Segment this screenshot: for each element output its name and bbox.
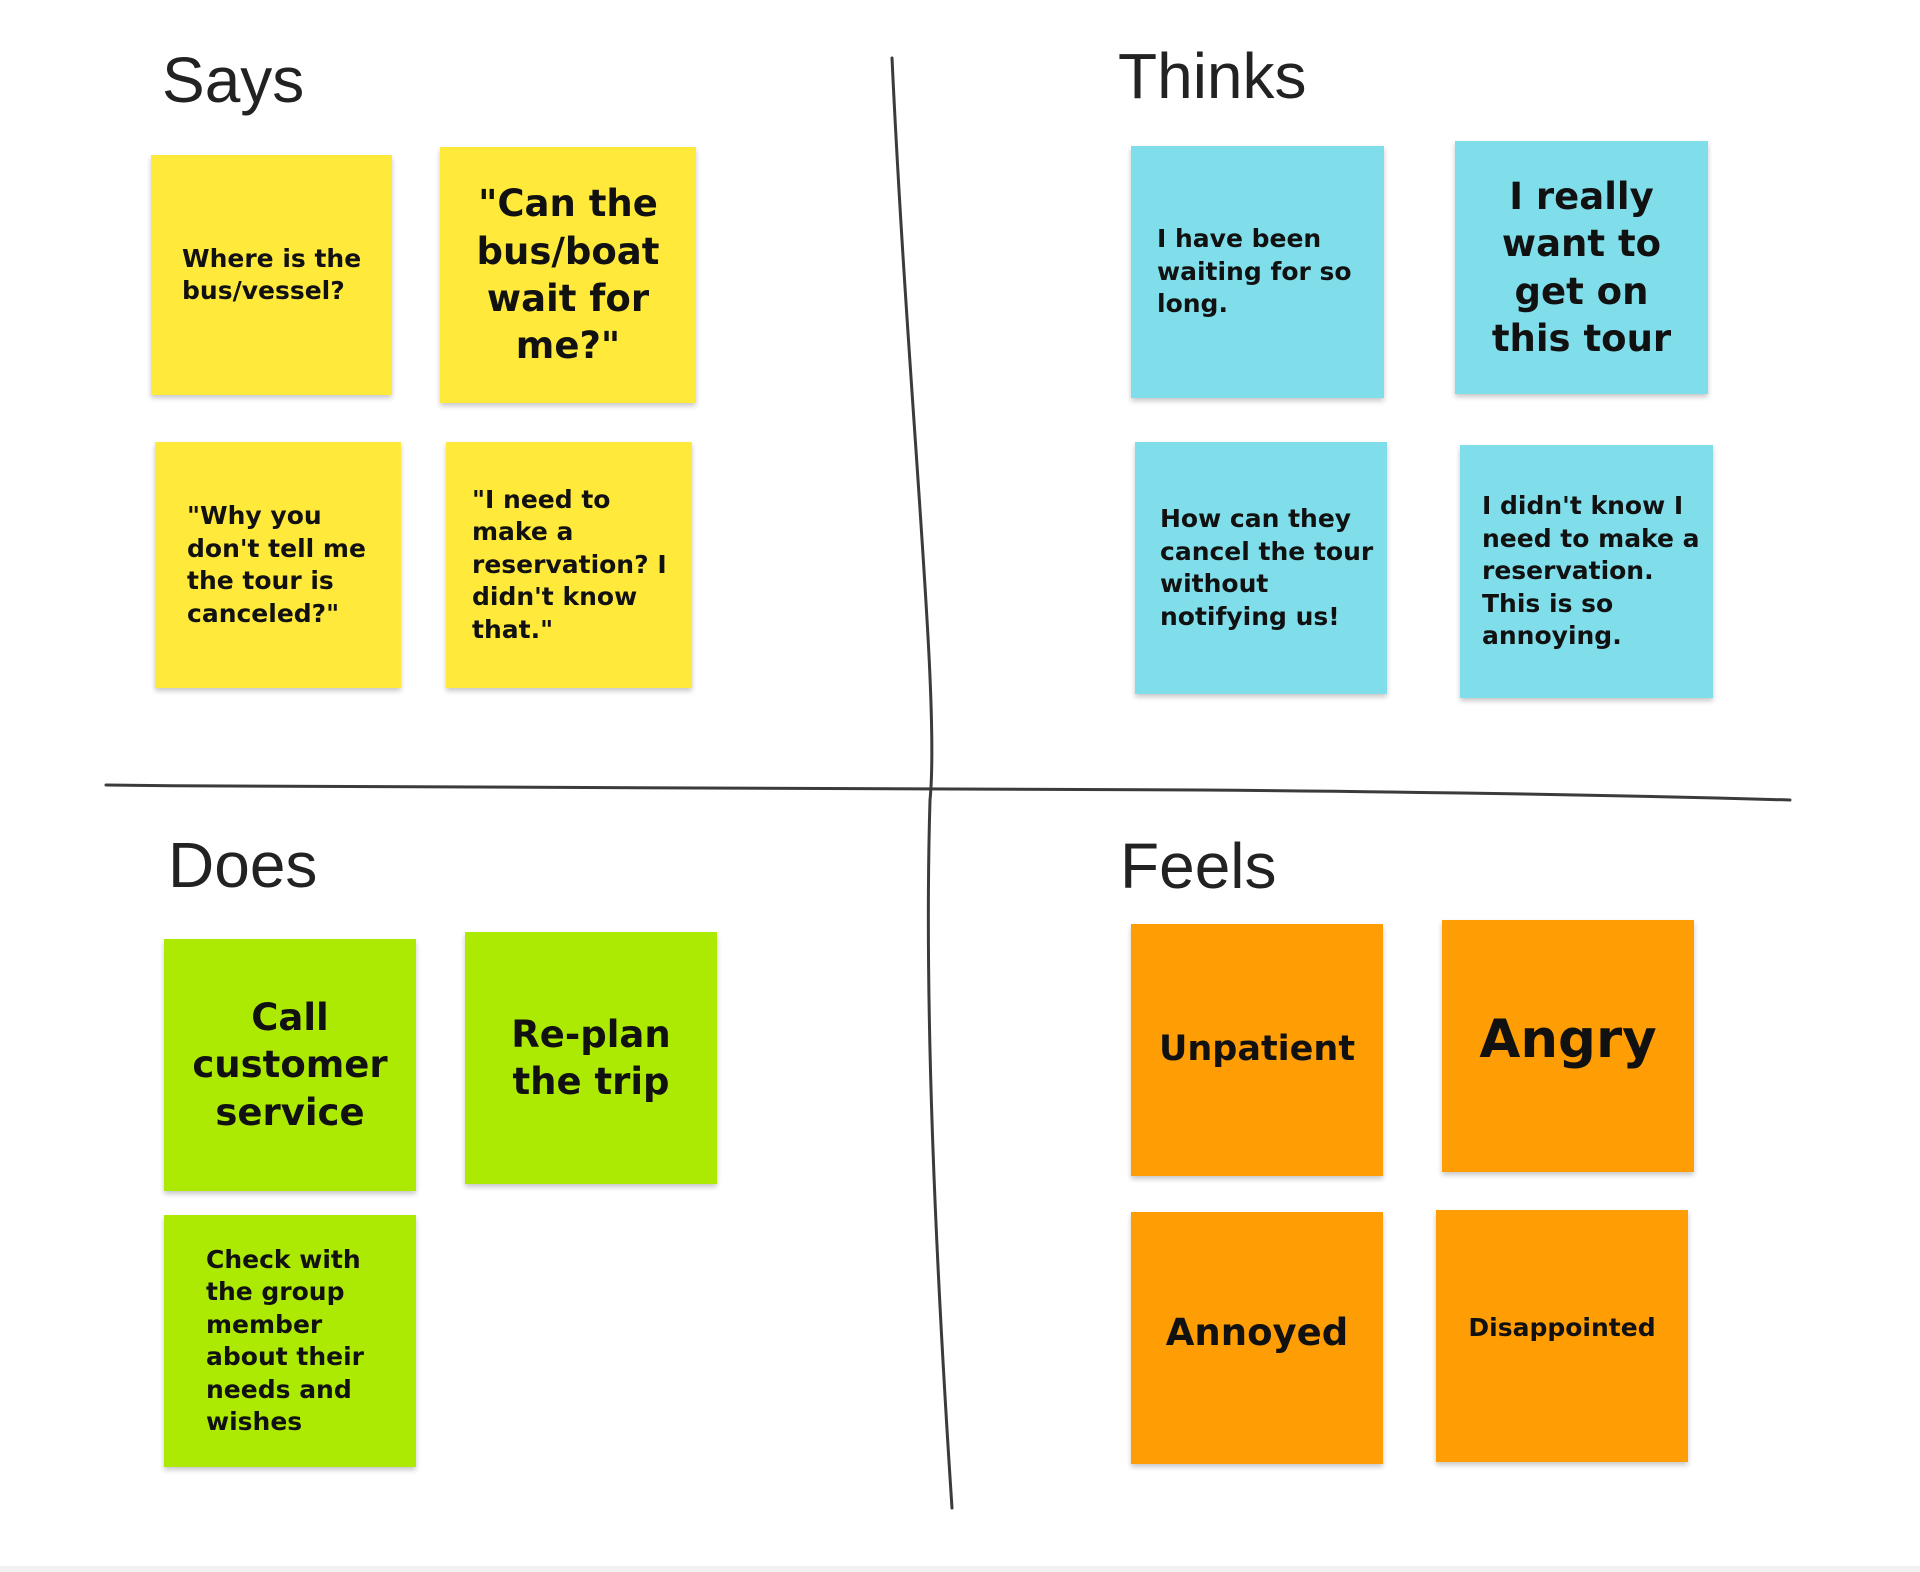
sticky-note-says-1[interactable]: Where is the bus/vessel?: [151, 155, 392, 395]
does-title: Does: [168, 829, 318, 901]
sticky-note-feels-4[interactable]: Disappointed: [1436, 1210, 1688, 1462]
sticky-note-text: "Why you don't tell me the tour is cance…: [187, 501, 366, 628]
sticky-note-says-2[interactable]: "Can the bus/boat wait for me?": [440, 147, 696, 403]
sticky-note-says-3[interactable]: "Why you don't tell me the tour is cance…: [155, 442, 401, 688]
sticky-note-text: Call customer service: [192, 995, 388, 1134]
sticky-note-says-4[interactable]: "I need to make a reservation? I didn't …: [446, 442, 692, 688]
sticky-note-text: How can they cancel the tour without not…: [1160, 504, 1374, 631]
sticky-note-text: I really want to get on this tour: [1491, 174, 1672, 360]
sticky-note-text: Check with the group member about their …: [206, 1244, 364, 1437]
sticky-note-thinks-3[interactable]: How can they cancel the tour without not…: [1135, 442, 1387, 694]
sticky-note-text: Re-plan the trip: [511, 1012, 671, 1103]
vertical-divider-line: [890, 56, 954, 1510]
canvas-bottom-edge: [0, 1566, 1920, 1572]
sticky-note-does-2[interactable]: Re-plan the trip: [465, 932, 717, 1184]
sticky-note-feels-1[interactable]: Unpatient: [1131, 924, 1383, 1176]
feels-title: Feels: [1120, 830, 1277, 902]
sticky-note-text: I didn't know I need to make a reservati…: [1482, 491, 1700, 651]
sticky-note-text: Annoyed: [1165, 1310, 1349, 1354]
sticky-note-thinks-1[interactable]: I have been waiting for so long.: [1131, 146, 1384, 398]
sticky-note-text: Where is the bus/vessel?: [182, 243, 362, 306]
thinks-title: Thinks: [1118, 40, 1307, 112]
sticky-note-text: I have been waiting for so long.: [1157, 224, 1352, 319]
sticky-note-thinks-4[interactable]: I didn't know I need to make a reservati…: [1460, 445, 1713, 698]
sticky-note-text: Angry: [1479, 1009, 1657, 1071]
sticky-note-text: Disappointed: [1468, 1313, 1656, 1343]
sticky-note-text: Unpatient: [1158, 1029, 1356, 1070]
sticky-note-does-1[interactable]: Call customer service: [164, 939, 416, 1191]
sticky-note-feels-3[interactable]: Annoyed: [1131, 1212, 1383, 1464]
sticky-note-does-3[interactable]: Check with the group member about their …: [164, 1215, 416, 1467]
sticky-note-text: "I need to make a reservation? I didn't …: [472, 484, 667, 644]
sticky-note-text: "Can the bus/boat wait for me?": [476, 182, 660, 368]
sticky-note-thinks-2[interactable]: I really want to get on this tour: [1455, 141, 1708, 394]
says-title: Says: [162, 44, 305, 116]
horizontal-divider-line: [104, 783, 1792, 802]
sticky-note-feels-2[interactable]: Angry: [1442, 920, 1694, 1172]
